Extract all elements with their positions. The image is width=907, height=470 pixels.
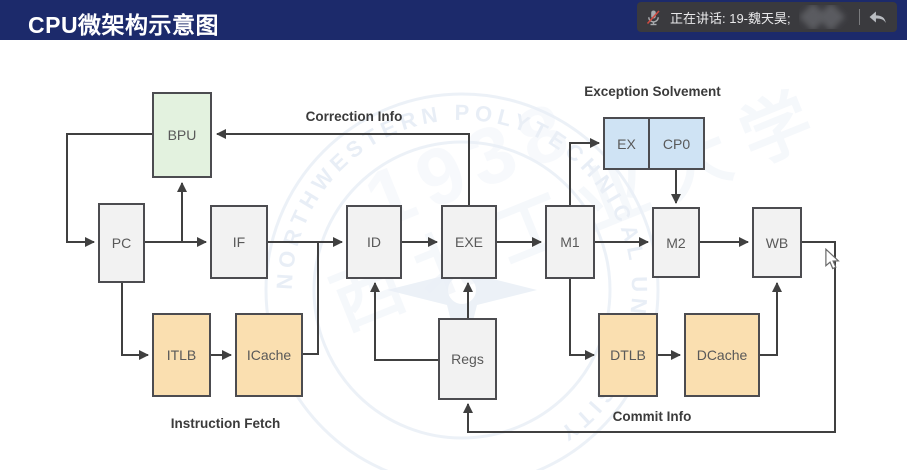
node-id: ID [346, 205, 402, 279]
node-bpu: BPU [152, 92, 212, 178]
node-dtlb-label: DTLB [610, 347, 646, 363]
overlay-divider [858, 9, 860, 25]
label-commit-info: Commit Info [612, 409, 692, 424]
node-regs: Regs [438, 318, 497, 400]
node-m1-label: M1 [560, 234, 580, 250]
label-correction-info: Correction Info [305, 109, 403, 124]
blurred-name-shape [816, 5, 845, 29]
node-m2: M2 [652, 207, 700, 278]
node-cp0: CP0 [648, 119, 703, 168]
node-if: IF [210, 205, 268, 279]
node-id-label: ID [367, 234, 381, 250]
node-itlb-label: ITLB [166, 347, 197, 363]
node-if-label: IF [232, 234, 246, 250]
node-dcache-label: DCache [696, 347, 748, 363]
node-cp0-label: CP0 [662, 135, 691, 152]
node-exe-label: EXE [454, 234, 483, 250]
node-dtlb: DTLB [598, 313, 658, 397]
node-icache: ICache [235, 313, 303, 397]
node-ex: EX [605, 119, 648, 168]
node-pc-label: PC [111, 235, 132, 251]
page-title: CPU微架构示意图 [28, 12, 220, 38]
label-exception-solvement: Exception Solvement [584, 84, 721, 99]
reply-arrow-icon[interactable] [868, 9, 887, 25]
node-wb-label: WB [765, 234, 789, 251]
node-exe: EXE [441, 205, 497, 279]
node-dcache: DCache [684, 313, 760, 397]
blurred-participant-names [798, 5, 851, 29]
label-instruction-fetch: Instruction Fetch [170, 416, 281, 431]
node-ex-cp0: EX CP0 [603, 117, 705, 170]
node-ex-label: EX [617, 135, 636, 152]
node-m1: M1 [545, 205, 595, 279]
mouse-cursor [825, 248, 840, 270]
node-itlb: ITLB [152, 313, 211, 397]
meeting-overlay: 正在讲话: 19-魏天昊; [637, 2, 897, 32]
node-regs-label: Regs [451, 351, 484, 367]
node-wb: WB [752, 207, 802, 278]
microphone-muted-icon[interactable] [645, 9, 662, 26]
speaking-status-text: 正在讲话: 19-魏天昊; [670, 10, 791, 26]
node-m2-label: M2 [666, 234, 686, 251]
node-pc: PC [98, 203, 145, 283]
node-icache-label: ICache [246, 347, 292, 363]
node-bpu-label: BPU [167, 127, 197, 143]
